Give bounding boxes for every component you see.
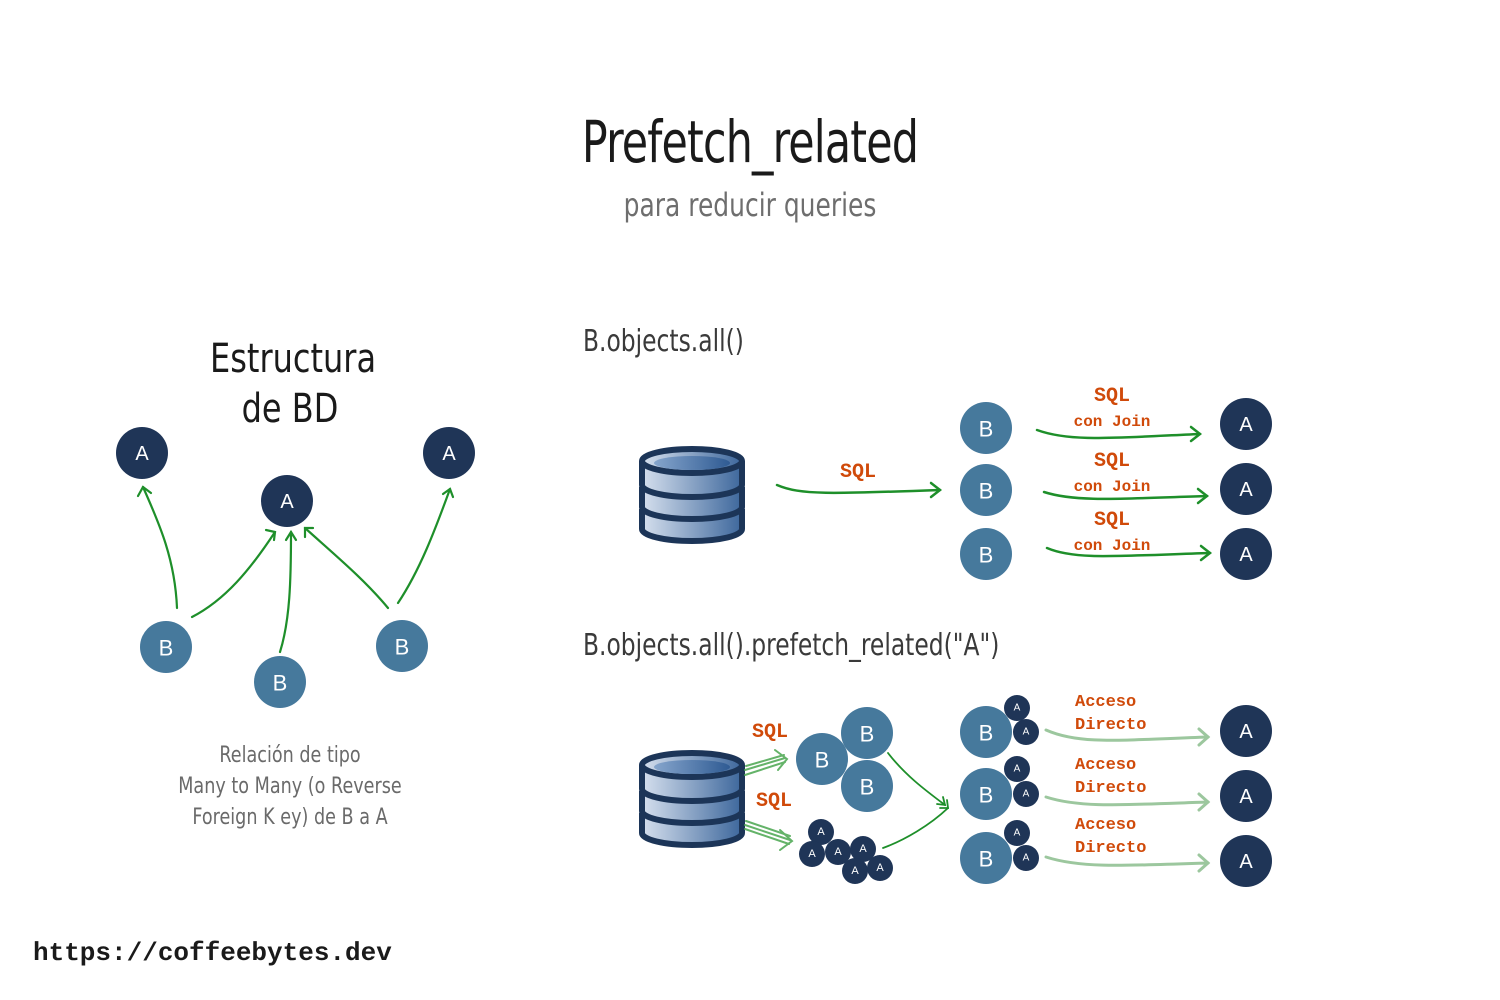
svg-text:Acceso: Acceso bbox=[1075, 816, 1136, 835]
top-row-1: B SQL con Join A bbox=[960, 385, 1272, 454]
svg-text:A: A bbox=[1239, 721, 1253, 743]
arrow-b3-a3 bbox=[396, 487, 452, 605]
bottom-sql-arrows bbox=[744, 749, 794, 851]
svg-text:con Join: con Join bbox=[1074, 537, 1151, 555]
svg-text:B: B bbox=[979, 543, 994, 568]
svg-text:A: A bbox=[280, 491, 294, 513]
caption-line-3: Foreign K ey) de B a A bbox=[192, 805, 388, 830]
footer-url[interactable]: https://coffeebytes.dev bbox=[33, 938, 392, 968]
svg-text:A: A bbox=[851, 865, 859, 877]
svg-text:A: A bbox=[876, 862, 884, 874]
top-row-3: B SQL con Join A bbox=[960, 509, 1272, 580]
left-panel-title-line1: Estructura bbox=[210, 336, 377, 382]
svg-text:B: B bbox=[395, 635, 410, 660]
svg-text:B: B bbox=[860, 775, 875, 800]
svg-text:B: B bbox=[159, 636, 174, 661]
page-subtitle: para reducir queries bbox=[623, 186, 877, 224]
left-node-a-3: A bbox=[423, 427, 475, 479]
bottom-code-label: B.objects.all().prefetch_related("A") bbox=[583, 628, 1000, 663]
caption-line-1: Relación de tipo bbox=[219, 743, 361, 768]
merge-arrows bbox=[882, 752, 950, 849]
svg-text:A: A bbox=[135, 443, 149, 465]
svg-text:A: A bbox=[1023, 853, 1030, 864]
svg-text:A: A bbox=[859, 843, 867, 855]
svg-text:A: A bbox=[1239, 544, 1253, 566]
page-title: Prefetch_related bbox=[581, 108, 919, 176]
svg-text:Acceso: Acceso bbox=[1075, 756, 1136, 775]
top-sql-arrow bbox=[775, 481, 943, 499]
svg-text:SQL: SQL bbox=[1094, 385, 1130, 408]
caption-line-2: Many to Many (o Reverse bbox=[178, 774, 402, 799]
top-row-2: B SQL con Join A bbox=[960, 450, 1272, 516]
svg-text:B: B bbox=[979, 847, 994, 872]
arrow-b2-a2 bbox=[278, 530, 293, 654]
svg-text:A: A bbox=[817, 826, 825, 838]
arrow-b1-a2 bbox=[190, 530, 277, 619]
top-sql-label: SQL bbox=[840, 461, 876, 484]
arrow-b1-a1 bbox=[141, 485, 179, 610]
svg-text:SQL: SQL bbox=[1094, 509, 1130, 532]
svg-text:B: B bbox=[815, 748, 830, 773]
left-node-a-1: A bbox=[116, 427, 168, 479]
bottom-row-3: B A A Acceso Directo A bbox=[960, 816, 1272, 887]
svg-text:A: A bbox=[442, 443, 456, 465]
svg-text:A: A bbox=[1023, 727, 1030, 738]
svg-text:Acceso: Acceso bbox=[1075, 693, 1136, 712]
top-code-label: B.objects.all() bbox=[583, 324, 744, 359]
svg-text:A: A bbox=[1239, 479, 1253, 501]
svg-text:Directo: Directo bbox=[1075, 839, 1146, 858]
svg-text:con Join: con Join bbox=[1074, 478, 1151, 496]
svg-text:A: A bbox=[1239, 786, 1253, 808]
database-icon-bottom bbox=[639, 750, 745, 848]
svg-text:B: B bbox=[979, 783, 994, 808]
left-node-b-3: B bbox=[376, 620, 428, 672]
svg-text:Directo: Directo bbox=[1075, 716, 1146, 735]
svg-text:A: A bbox=[1014, 828, 1021, 839]
svg-text:A: A bbox=[1023, 789, 1030, 800]
bottom-row-1: B A A Acceso Directo A bbox=[960, 693, 1272, 758]
svg-text:B: B bbox=[979, 479, 994, 504]
left-arrows bbox=[136, 485, 455, 654]
left-panel-title-line2: de BD bbox=[241, 386, 339, 432]
svg-text:B: B bbox=[979, 417, 994, 442]
bottom-sql-label-2: SQL bbox=[756, 790, 792, 813]
svg-text:A: A bbox=[808, 848, 816, 860]
svg-text:B: B bbox=[860, 722, 875, 747]
svg-text:con Join: con Join bbox=[1074, 413, 1151, 431]
svg-text:B: B bbox=[273, 671, 288, 696]
svg-text:Directo: Directo bbox=[1075, 779, 1146, 798]
svg-text:A: A bbox=[834, 846, 842, 858]
bottom-row-2: B A A Acceso Directo A bbox=[960, 756, 1272, 822]
svg-text:A: A bbox=[1239, 851, 1253, 873]
left-node-a-2: A bbox=[261, 475, 313, 527]
svg-text:A: A bbox=[1239, 414, 1253, 436]
database-icon bbox=[639, 446, 745, 544]
relation-caption: Relación de tipo Many to Many (o Reverse… bbox=[170, 740, 410, 833]
arrow-b3-a2 bbox=[303, 526, 390, 610]
b-cluster: B B B bbox=[796, 707, 893, 812]
left-node-b-2: B bbox=[254, 656, 306, 708]
bottom-sql-label-1: SQL bbox=[752, 721, 788, 744]
left-node-b-1: B bbox=[140, 621, 192, 673]
svg-text:B: B bbox=[979, 721, 994, 746]
a-cluster: A A A A A A bbox=[799, 819, 893, 884]
svg-text:A: A bbox=[1014, 703, 1021, 714]
svg-text:SQL: SQL bbox=[1094, 450, 1130, 473]
svg-text:A: A bbox=[1014, 764, 1021, 775]
